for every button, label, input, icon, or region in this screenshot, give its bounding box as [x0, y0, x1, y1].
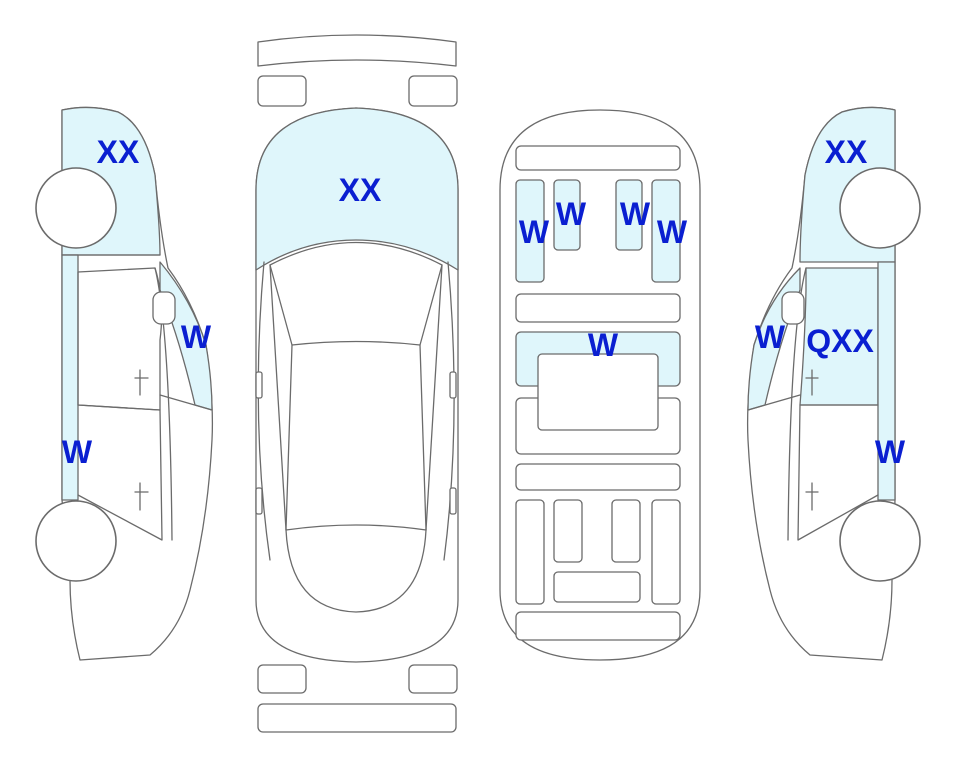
top-view	[255, 34, 459, 733]
interior-view	[499, 109, 701, 661]
mark-interior-mid-panel: W	[587, 327, 619, 363]
seat-rear-right-inner	[615, 179, 643, 251]
left-rear-wheel	[35, 167, 117, 249]
mark-right-b-pillar: W	[754, 319, 786, 355]
mark-left-b-pillar: W	[180, 319, 212, 355]
mark-seat-rear-left-inner: W	[555, 196, 587, 232]
right-side-view	[746, 106, 921, 661]
mark-right-rear-door: QXX	[806, 323, 874, 359]
left-side-view	[35, 106, 214, 661]
mark-left-sill: W	[61, 434, 93, 470]
left-front-wheel	[35, 500, 117, 582]
mark-right-sill: W	[874, 434, 906, 470]
mark-seat-rear-left-outer: W	[518, 214, 550, 250]
mark-right-rear-quarter: XX	[824, 134, 868, 170]
mark-seat-rear-right-outer: W	[656, 214, 688, 250]
mark-seat-rear-right-inner: W	[619, 196, 651, 232]
trunk-lid-panel	[255, 107, 459, 271]
seat-rear-left-inner	[553, 179, 581, 251]
mark-left-rear-quarter: XX	[96, 134, 140, 170]
mark-trunk-lid: XX	[338, 172, 382, 208]
seat-rear-left-outer	[515, 179, 545, 283]
right-sill-panel	[877, 261, 896, 501]
right-rear-wheel	[839, 167, 921, 249]
seat-rear-right-outer	[651, 179, 681, 283]
right-front-wheel	[839, 500, 921, 582]
